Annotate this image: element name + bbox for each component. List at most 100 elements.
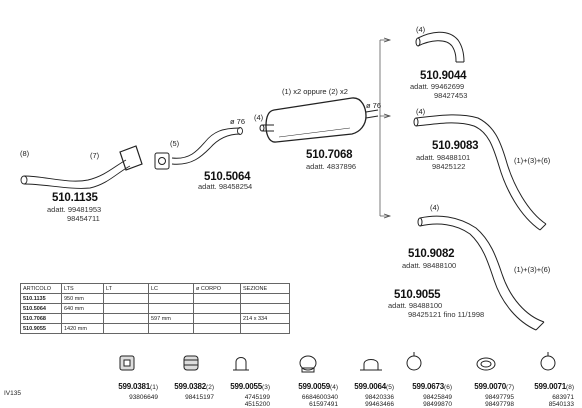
page-footer-code: IV135	[4, 390, 21, 397]
part-ref: (6)	[444, 384, 452, 391]
gasket-icon	[476, 357, 496, 371]
table-cell	[103, 303, 149, 314]
tail-d-code: 510.9055	[394, 289, 441, 301]
tail-a-code: 510.9044	[420, 70, 467, 82]
table-header-cell: LC	[148, 283, 194, 294]
part-sub2: 98497798	[485, 401, 514, 408]
table-cell: 950 mm	[61, 293, 104, 304]
part-ref: (5)	[386, 384, 394, 391]
tail-b-note: (1)+(3)+(6)	[514, 156, 551, 165]
part-code: 599.0381	[118, 382, 151, 391]
silencer-code: 510.7068	[306, 149, 353, 161]
tail-b-drawing	[413, 114, 547, 231]
tail-c-drawing	[417, 215, 545, 331]
tail-a-alt: 98427453	[434, 91, 468, 100]
part-sub: 6684600340	[301, 394, 338, 401]
table-cell	[240, 293, 290, 304]
silencer-diam: ø 76	[366, 101, 382, 110]
tail-a-adatt: adatt. 99462699	[410, 82, 465, 91]
table-cell	[148, 323, 194, 334]
part-code: 599.0382	[174, 382, 207, 391]
part-ref: (2)	[206, 384, 214, 391]
front-pipe-adatt: adatt. 99481953	[47, 205, 102, 214]
tail-b-alt: 98425122	[432, 162, 466, 171]
part-sub: 98415197	[185, 394, 214, 401]
part-sub2: 8540133	[548, 401, 574, 408]
ring-clamp-2-icon	[540, 352, 556, 371]
table-cell	[193, 323, 241, 334]
part-ref: (7)	[506, 384, 514, 391]
table-cell: 640 mm	[61, 303, 104, 314]
tail-c-note: (1)+(3)+(6)	[514, 265, 551, 274]
part-599-0673: 599.0673(6) 98425849 98499870	[396, 376, 452, 408]
ring-clamp-icon	[406, 352, 422, 371]
table-cell	[193, 313, 241, 324]
silencer-note: (1) x2 oppure (2) x2	[282, 87, 348, 96]
front-pipe-code: 510.1135	[52, 192, 98, 204]
table-header-row: ARTICOLO LTS LT LC ø CORPO SEZIONE	[20, 283, 290, 294]
table-cell	[193, 293, 241, 304]
mid-pipe-ref: (5)	[170, 139, 180, 148]
table-cell: 597 mm	[148, 313, 194, 324]
part-ref: (8)	[566, 384, 574, 391]
table-row: 510.9055 1420 mm	[20, 323, 290, 334]
part-sub: 98425849	[423, 394, 452, 401]
flange-drawing	[154, 152, 170, 170]
silencer-ref: (4)	[254, 113, 264, 122]
part-code: 599.0064	[354, 382, 387, 391]
table-cell: 510.5064	[20, 303, 62, 314]
table-cell	[240, 323, 290, 334]
part-code: 599.0055	[230, 382, 263, 391]
tail-d-alt: 98425121 fino 11/1998	[408, 310, 485, 319]
table-header-cell: LTS	[61, 283, 104, 294]
part-599-0059: 599.0059(4) 6684600340 61597491	[274, 376, 338, 408]
table-cell	[148, 303, 194, 314]
table-cell: 510.7068	[20, 313, 62, 324]
part-code: 599.0673	[412, 382, 445, 391]
front-pipe-ref-8: (8)	[20, 149, 30, 158]
front-pipe-alt: 98454711	[67, 214, 100, 223]
table-row: 510.1135 950 mm	[20, 293, 290, 304]
table-header-cell: LT	[103, 283, 149, 294]
part-sub: 4745199	[244, 394, 270, 401]
front-pipe-ref-7: (7)	[90, 151, 100, 160]
table-cell	[103, 293, 149, 304]
tail-c-code: 510.9082	[408, 248, 455, 260]
spec-table: ARTICOLO LTS LT LC ø CORPO SEZIONE 510.1…	[20, 283, 290, 334]
silencer-drawing	[259, 97, 379, 143]
branch-lines	[379, 37, 392, 219]
part-sub: 93806649	[129, 394, 158, 401]
part-code: 599.0071	[534, 382, 567, 391]
table-cell	[103, 313, 149, 324]
tail-a-drawing	[415, 31, 465, 63]
part-599-0064: 599.0064(5) 98420336 99463466	[338, 376, 394, 408]
table-cell	[61, 313, 104, 324]
tail-d-adatt: adatt. 98488100	[388, 301, 443, 310]
silencer-adatt: adatt. 4837896	[306, 162, 357, 171]
mid-pipe-code: 510.5064	[204, 171, 251, 183]
tail-a-ref: (4)	[416, 25, 426, 34]
parts-drawings	[119, 352, 556, 373]
mid-pipe-adatt: adatt. 98458254	[198, 182, 253, 191]
table-row: 510.5064 640 mm	[20, 303, 290, 314]
table-cell	[240, 303, 290, 314]
part-sub: 98420336	[365, 394, 394, 401]
part-599-0381: 599.0381(1) 93806649	[106, 376, 158, 401]
table-cell	[103, 323, 149, 334]
part-sub: 683971	[552, 394, 574, 401]
front-pipe-drawing	[20, 145, 143, 189]
part-sub2: 99463466	[365, 401, 394, 408]
table-cell: 510.9055	[20, 323, 62, 334]
part-ref: (3)	[262, 384, 270, 391]
table-header-cell: ø CORPO	[193, 283, 241, 294]
table-header-cell: ARTICOLO	[20, 283, 62, 294]
mid-pipe-diam: ø 76	[230, 117, 246, 126]
part-599-0070: 599.0070(7) 98497795 98497798	[454, 376, 514, 408]
tail-b-adatt: adatt. 98488101	[416, 153, 471, 162]
part-sub2: 4515200	[244, 401, 270, 408]
table-cell: 214 x 334	[240, 313, 290, 324]
rubber-hanger-icon	[119, 355, 135, 371]
part-sub: 98497795	[485, 394, 514, 401]
mid-pipe-drawing	[171, 127, 243, 165]
